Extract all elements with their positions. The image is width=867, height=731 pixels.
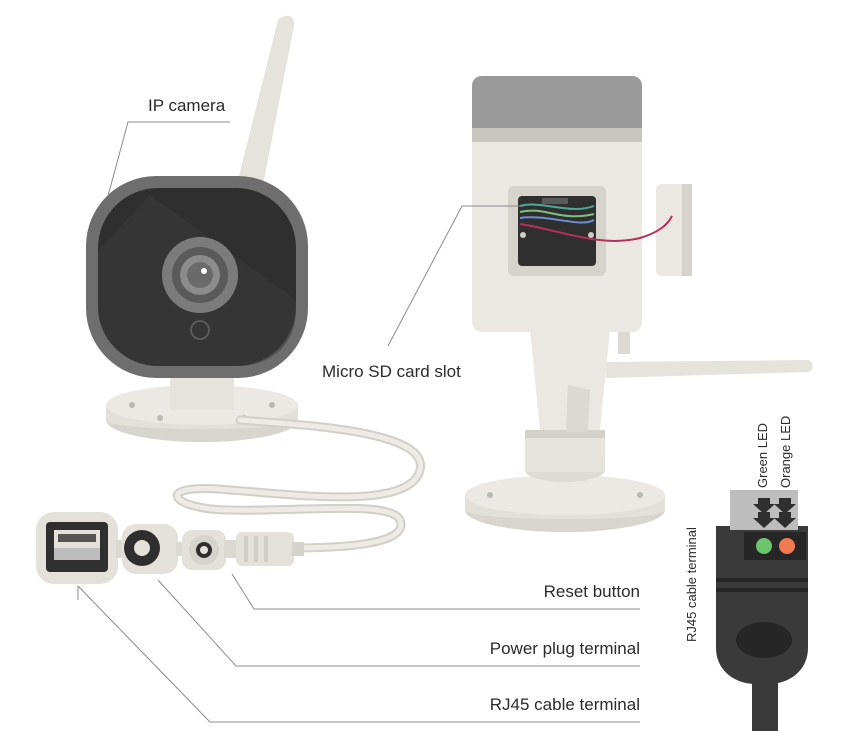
micro-sd-label: Micro SD card slot <box>322 362 461 381</box>
micro-sd-card-slot <box>508 186 673 276</box>
front-camera-head <box>86 176 308 378</box>
rj45-side-label: RJ45 cable terminal <box>684 527 699 642</box>
reset-button-connector <box>182 530 236 570</box>
ir-sensor <box>190 320 210 340</box>
green-led-indicator <box>756 538 772 554</box>
power-plug-label: Power plug terminal <box>489 639 640 658</box>
reset-button-label: Reset button <box>543 582 640 601</box>
green-led-label: Green LED <box>755 422 770 488</box>
leader-lines <box>77 121 640 723</box>
orange-led-label: Orange LED <box>778 415 793 488</box>
power-plug-connector <box>122 524 186 574</box>
camera-cable <box>173 415 425 553</box>
back-camera-antenna <box>606 360 813 378</box>
front-camera-antenna <box>236 15 295 191</box>
ip-camera-label: IP camera <box>148 96 226 115</box>
rj45-connector <box>36 512 126 584</box>
orange-led-indicator <box>779 538 795 554</box>
rj45-plug-side <box>716 490 808 731</box>
cable-strain-relief <box>236 532 304 566</box>
back-camera-mount <box>465 330 665 532</box>
rj45-terminal-label: RJ45 cable terminal <box>489 695 640 714</box>
